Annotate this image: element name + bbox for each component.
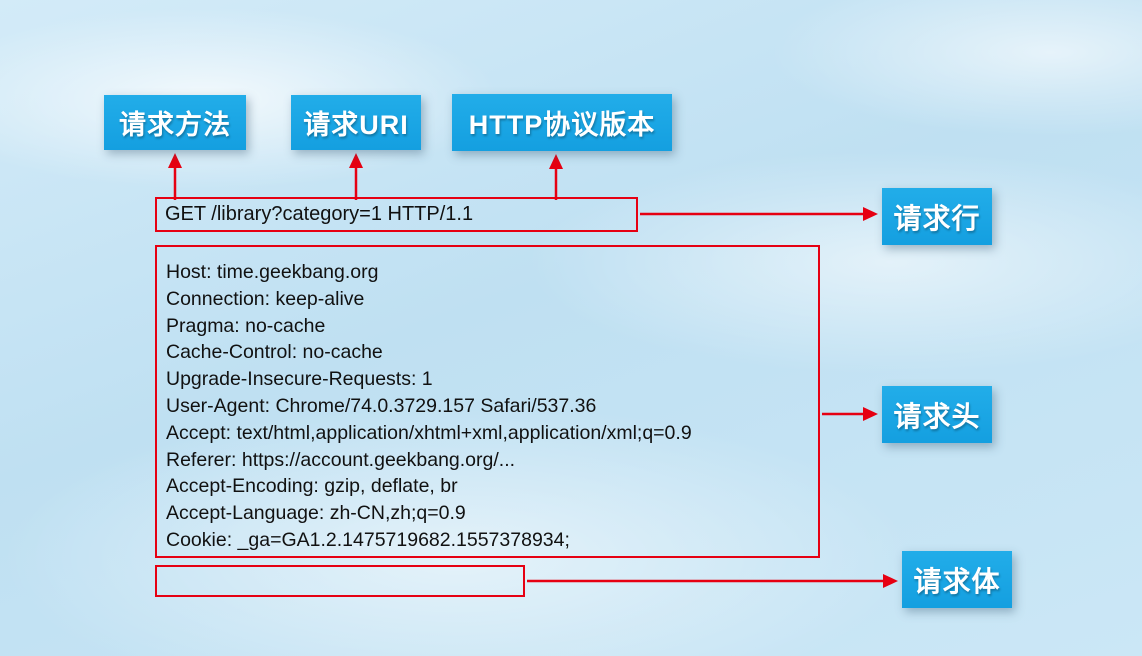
header-line-referer: Referer: https://account.geekbang.org/..…	[166, 448, 516, 471]
header-line-pragma: Pragma: no-cache	[166, 314, 326, 337]
label-request-headers: 请求头	[882, 386, 992, 443]
header-line-cookie: Cookie: _ga=GA1.2.1475719682.1557378934;	[166, 528, 570, 551]
request-line-box: GET /library?category=1 HTTP/1.1	[155, 197, 638, 232]
request-headers-box: Host: time.geekbang.org Connection: keep…	[155, 245, 820, 558]
label-request-headers-text: 请求头	[893, 400, 981, 432]
label-request-method-text: 请求方法	[119, 110, 231, 140]
label-request-uri: 请求URI	[291, 95, 421, 150]
label-request-method: 请求方法	[104, 95, 246, 150]
arrow-to-http-version	[549, 154, 563, 200]
request-line-text: GET /library?category=1 HTTP/1.1	[165, 203, 474, 225]
request-body-box	[155, 565, 525, 597]
arrow-to-request-body	[527, 574, 898, 588]
label-request-body-text: 请求体	[913, 565, 1001, 597]
label-http-version: HTTP协议版本	[452, 94, 672, 151]
label-request-body: 请求体	[902, 551, 1012, 608]
header-line-accept-language: Accept-Language: zh-CN,zh;q=0.9	[166, 502, 466, 525]
header-line-cache-control: Cache-Control: no-cache	[166, 341, 383, 364]
header-line-upgrade-insecure-requests: Upgrade-Insecure-Requests: 1	[166, 368, 433, 391]
label-request-line: 请求行	[882, 188, 992, 245]
header-line-accept-encoding: Accept-Encoding: gzip, deflate, br	[166, 475, 458, 498]
arrow-to-request-uri	[349, 153, 363, 200]
arrow-to-request-method	[168, 153, 182, 200]
arrow-to-request-headers	[822, 407, 878, 421]
label-request-line-text: 请求行	[893, 202, 981, 234]
label-http-version-text: HTTP协议版本	[468, 110, 656, 140]
arrow-to-request-line	[640, 207, 878, 221]
header-line-host: Host: time.geekbang.org	[166, 261, 379, 283]
header-line-user-agent: User-Agent: Chrome/74.0.3729.157 Safari/…	[166, 394, 597, 417]
header-line-accept: Accept: text/html,application/xhtml+xml,…	[166, 421, 692, 444]
label-request-uri-text: 请求URI	[303, 110, 409, 140]
header-line-connection: Connection: keep-alive	[166, 287, 365, 310]
